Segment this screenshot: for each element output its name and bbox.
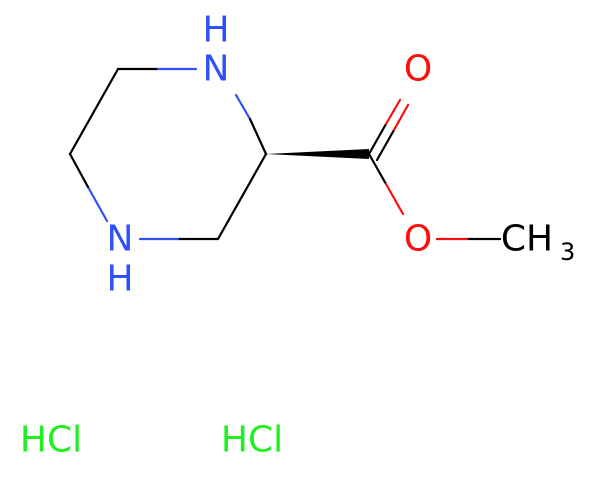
atom-o-carbonyl: O — [404, 49, 432, 90]
ester-group — [367, 98, 502, 241]
wedge-bond — [266, 149, 369, 159]
bond-n1-c2-c-part — [248, 117, 268, 156]
atom-n4-h: H — [106, 259, 133, 300]
atom-n4: N — [107, 219, 134, 260]
bond-c-o-double-b-o — [392, 103, 410, 132]
bond-c-o-double-a-c — [367, 122, 388, 156]
bond-n4-c5-n-part — [86, 185, 109, 223]
bond-n4-c5-c-part — [68, 152, 90, 189]
atom-n1: N — [203, 49, 230, 90]
bond-c5-c6 — [68, 67, 120, 156]
bond-c-o-double-a-o — [384, 98, 402, 126]
atom-n1-h: H — [202, 10, 229, 51]
salt-hcl-2: HCl — [221, 420, 283, 461]
atom-methyl-subscript: 3 — [560, 238, 575, 266]
salt-hcl-1: HCl — [20, 420, 82, 461]
bond-n1-c2-n-part — [234, 93, 252, 121]
atom-methyl: CH — [501, 219, 553, 260]
bond-c-o-single-c — [367, 152, 388, 186]
bond-c2-c3 — [216, 152, 268, 241]
bond-c-o-double-b-c — [375, 128, 396, 162]
bond-c-o-single-o — [384, 182, 405, 216]
piperazine-ring — [68, 67, 268, 241]
atom-o-ester: O — [404, 219, 432, 260]
